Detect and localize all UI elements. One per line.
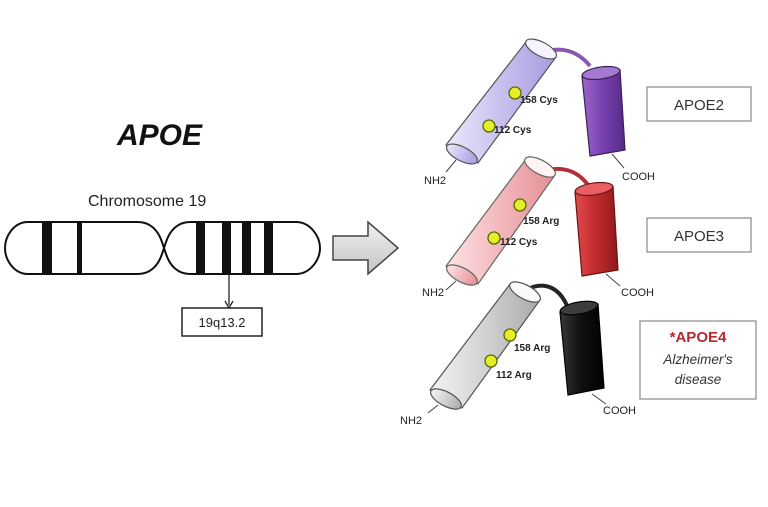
apoe3-c-terminus: COOH	[621, 287, 654, 299]
diagram-title: APOE	[116, 119, 203, 152]
apoe4-note-line1: Alzheimer's	[662, 352, 733, 367]
big-right-arrow	[333, 222, 398, 274]
apoe4-note-line2: disease	[675, 372, 722, 387]
apoe2-site-112: 112 Cys	[494, 125, 532, 136]
apoe3-site-158: 158 Arg	[523, 216, 559, 227]
apoe2-site-158: 158 Cys	[520, 95, 558, 106]
apoe2-label: APOE2	[674, 97, 724, 114]
apoe2-n-terminus: NH2	[424, 175, 446, 187]
apoe4-site-112: 112 Arg	[496, 370, 532, 381]
band-label: 19q13.2	[199, 315, 246, 330]
apoe4-c-terminus: COOH	[603, 405, 636, 417]
apoe4-n-terminus: NH2	[400, 415, 422, 427]
apoe4-site-158: 158 Arg	[514, 343, 550, 354]
apoe3-label: APOE3	[674, 228, 724, 245]
apoe3-n-terminus: NH2	[422, 287, 444, 299]
apoe2-c-terminus: COOH	[622, 171, 655, 183]
chromosome-19-ideogram	[5, 222, 320, 274]
apoe3-site-112: 112 Cys	[500, 237, 538, 248]
apoe4-label: *APOE4	[670, 329, 727, 346]
chromosome-label: Chromosome 19	[88, 193, 206, 210]
